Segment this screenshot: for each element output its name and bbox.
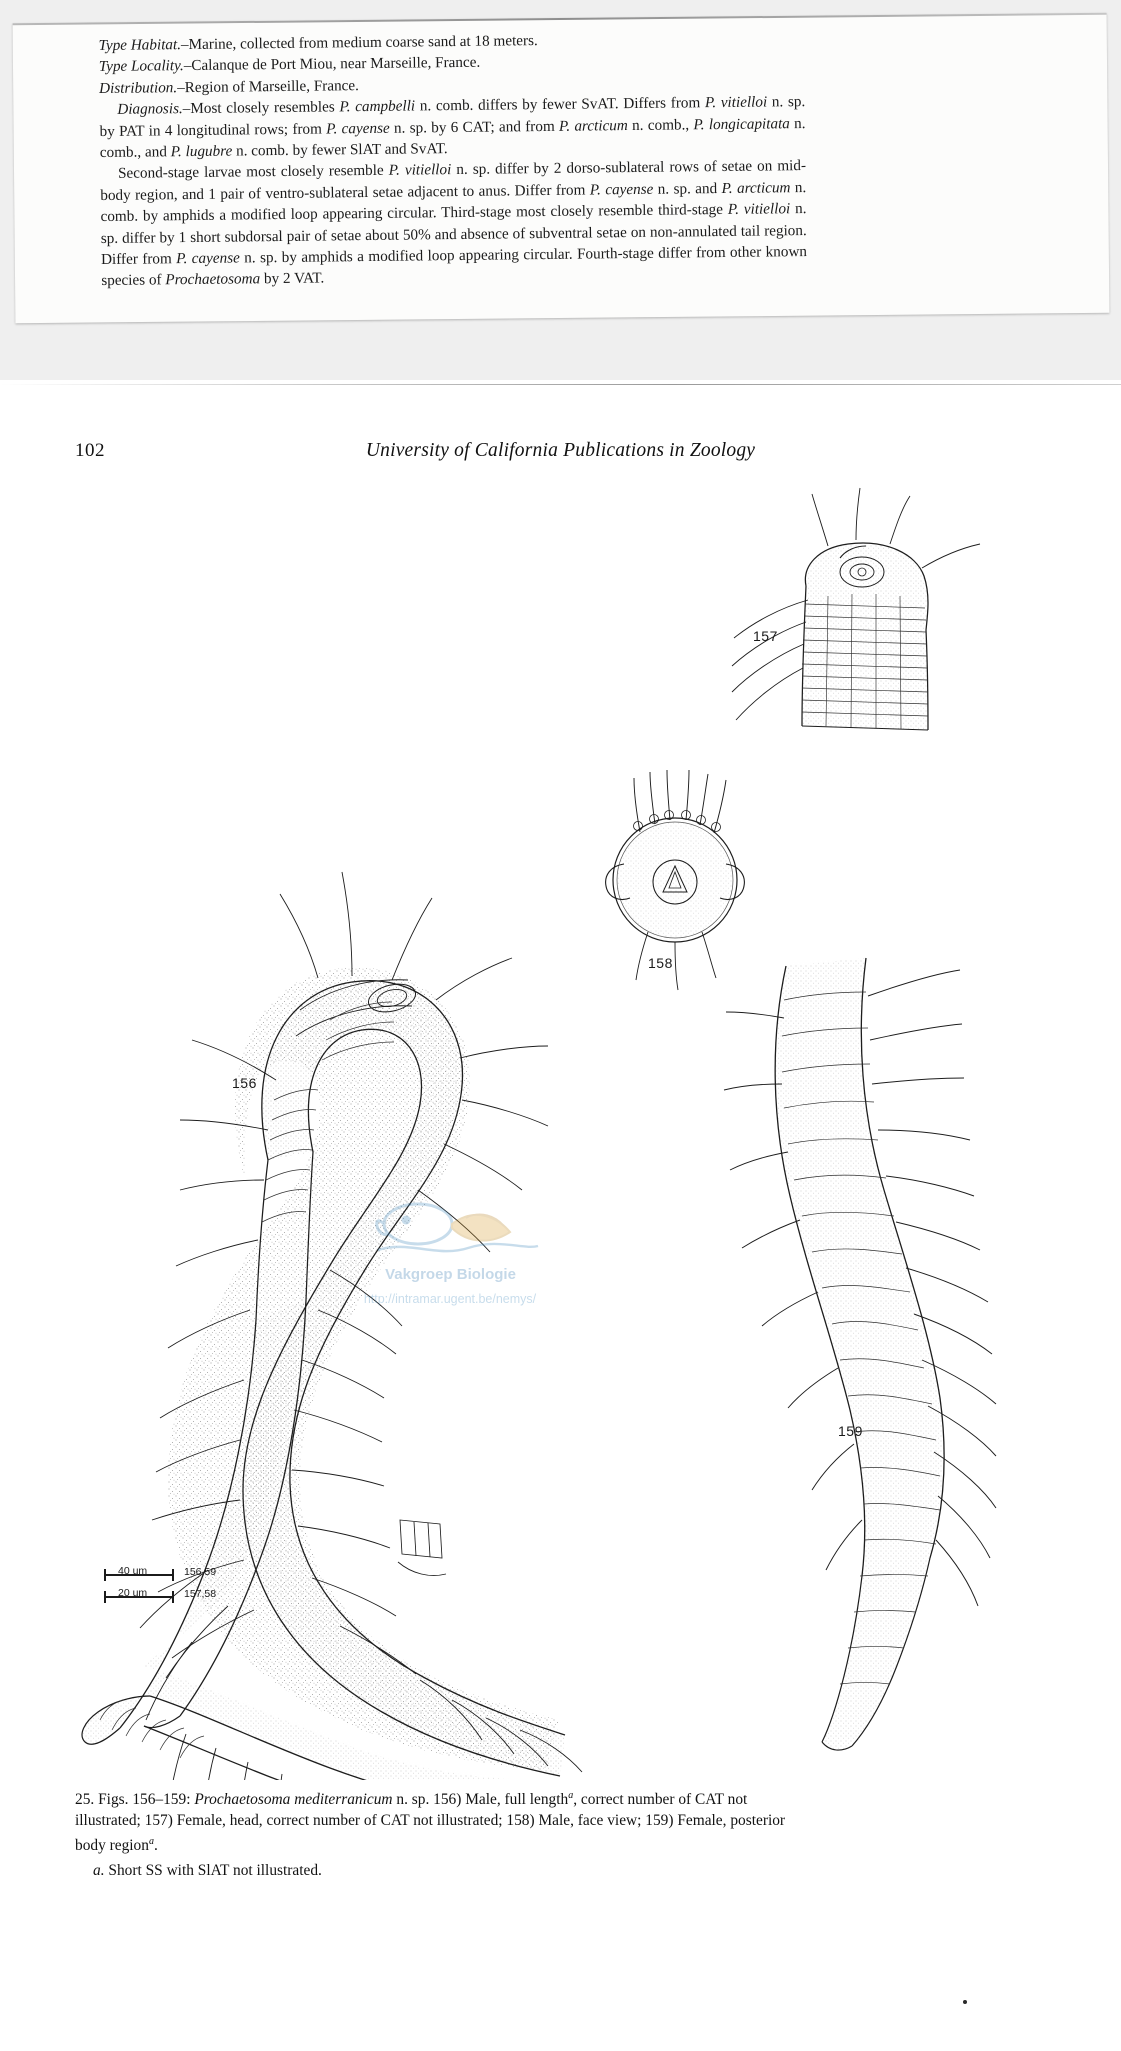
caption-footnote-ref-1: a (568, 1790, 574, 1801)
caption-text-2: , correct number of CAT not illustrated;… (75, 1791, 786, 1855)
scanned-page-fragment: Type Habitat.–Marine, collected from med… (0, 0, 1121, 390)
species-arcticum-2: P. arcticum (721, 179, 791, 197)
scale-figs-40um: 156,59 (184, 1566, 217, 1578)
scale-tick-right-40 (172, 1569, 174, 1581)
larv-t1: Second-stage larvae most closely resembl… (117, 162, 389, 183)
journal-page: 102 University of California Publication… (0, 380, 1121, 2051)
species-cayense-2: P. cayense (589, 180, 654, 199)
figure-caption: 25. Figs. 156–159: Prochaetosoma mediter… (75, 1785, 815, 1881)
species-longicapitata: P. longicapitata (693, 114, 790, 133)
paragraph-diagnosis: Diagnosis.–Most closely resembles P. cam… (99, 91, 806, 163)
footnote-text: Short SS with SlAT not illustrated. (108, 1862, 322, 1880)
scale-bar-row-20um: 20 um 157,58 (104, 1587, 274, 1609)
genus-prochaetosoma: Prochaetosoma (165, 270, 261, 289)
diag-t1: –Most closely resembles (182, 98, 340, 118)
scale-bar: 40 um 156,59 20 um 157,58 (104, 1565, 274, 1621)
page-number: 102 (75, 440, 105, 461)
caption-footnote: a. Short SS with SlAT not illustrated. (75, 1860, 815, 1881)
scale-figs-20um: 157,58 (184, 1588, 217, 1600)
figure-159-female-posterior (723, 957, 997, 1751)
scan-artifact-dot (963, 2000, 967, 2004)
diag-t2: n. comb. differs by fewer SvAT. Differs … (415, 94, 706, 115)
caption-text-1: n. sp. 156) Male, full length (392, 1791, 569, 1809)
scale-unit-20um: 20 um (118, 1587, 148, 1599)
figure-label-156: 156 (232, 1075, 257, 1091)
text-distribution: –Region of Marseille, France. (177, 76, 360, 96)
label-diagnosis: Diagnosis. (117, 100, 183, 119)
figure-157-female-head (731, 487, 981, 731)
label-type-habitat: Type Habitat. (98, 36, 182, 55)
scale-unit-40um: 40 um (118, 1565, 148, 1577)
diag-t7: n. comb. by fewer SlAT and SvAT. (232, 140, 448, 160)
footnote-marker: a. (93, 1862, 105, 1880)
figure-plate: 157 156 158 159 40 um 156,59 20 um 157,5… (0, 480, 1121, 1780)
diag-t4: n. sp. by 6 CAT; and from (389, 117, 560, 137)
figure-label-157: 157 (753, 628, 778, 644)
paragraph-larval-stages: Second-stage larvae most closely resembl… (100, 155, 807, 291)
fragment-text-block: Type Habitat.–Marine, collected from med… (98, 27, 808, 292)
text-type-habitat: –Marine, collected from medium coarse sa… (180, 32, 538, 54)
species-cayense-1: P. cayense (326, 119, 390, 138)
caption-number: 25. (75, 1791, 95, 1809)
caption-species-name: Prochaetosoma mediterranicum (194, 1791, 393, 1809)
species-vitielloi-2: P. vitielloi (388, 161, 452, 180)
species-campbelli: P. campbelli (339, 97, 416, 116)
running-head: 102 University of California Publication… (0, 440, 1121, 470)
scale-tick-left-20 (104, 1591, 106, 1603)
scale-bar-line-20um (104, 1596, 174, 1598)
caption-footnote-ref-2: a (148, 1836, 154, 1848)
text-type-locality: –Calanque de Port Miou, near Marseille, … (183, 54, 481, 75)
scale-bar-row-40um: 40 um 156,59 (104, 1565, 274, 1587)
figure-label-159: 159 (838, 1423, 863, 1439)
figure-label-158: 158 (648, 955, 673, 971)
species-arcticum-1: P. arcticum (558, 116, 628, 135)
scale-bar-line-40um (104, 1574, 174, 1576)
previous-page-sheet: Type Habitat.–Marine, collected from med… (12, 12, 1110, 324)
caption-text-3: . (153, 1837, 158, 1855)
species-cayense-3: P. cayense (176, 249, 240, 268)
caption-main: 25. Figs. 156–159: Prochaetosoma mediter… (75, 1785, 815, 1856)
scale-tick-left-40 (104, 1569, 106, 1581)
publication-title: University of California Publications in… (365, 440, 756, 461)
label-distribution: Distribution. (98, 78, 178, 97)
diag-t5: n. comb., (627, 115, 694, 134)
species-vitielloi-1: P. vitielloi (704, 93, 768, 112)
larv-t7: by 2 VAT. (260, 269, 325, 288)
scale-tick-right-20 (172, 1591, 174, 1603)
larv-t3: n. sp. and (653, 179, 722, 198)
figure-156-male-full-length (81, 871, 583, 1780)
caption-figs: Figs. 156–159: (98, 1791, 191, 1809)
species-vitielloi-3: P. vitielloi (727, 200, 791, 219)
nematode-line-drawings (81, 487, 997, 1780)
figure-158-male-face-view (605, 769, 745, 991)
label-type-locality: Type Locality. (98, 57, 184, 76)
species-lugubre: P. lugubre (170, 142, 233, 161)
